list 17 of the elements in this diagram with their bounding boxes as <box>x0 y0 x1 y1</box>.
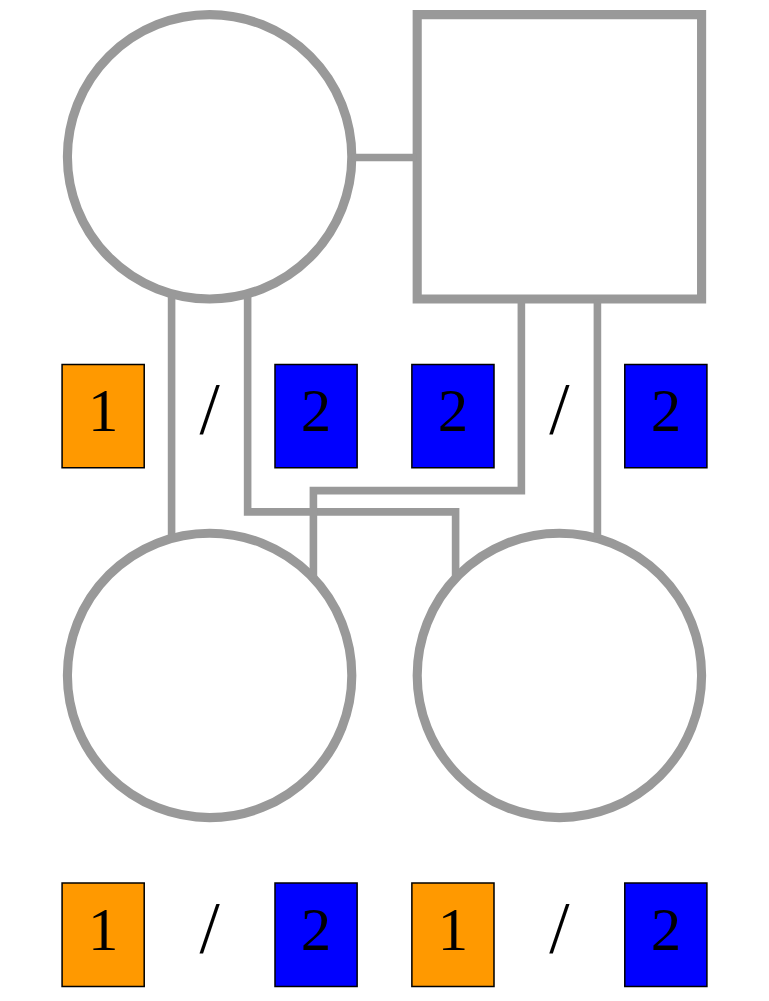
label: / <box>549 887 570 969</box>
node-box: 2 <box>624 363 708 469</box>
node-circle <box>62 528 357 823</box>
node-box: 2 <box>274 882 358 988</box>
node-box: 2 <box>274 363 358 469</box>
label: / <box>199 887 220 969</box>
node-box: 1 <box>411 882 495 988</box>
connector <box>243 294 460 578</box>
node-box: 2 <box>624 882 708 988</box>
node-box: 2 <box>411 363 495 469</box>
label: / <box>549 369 570 451</box>
node-circle <box>412 528 707 823</box>
node-box: 1 <box>61 882 145 988</box>
node-box <box>412 10 707 304</box>
node-box: 1 <box>61 363 145 469</box>
node-circle <box>62 10 357 304</box>
label: / <box>199 369 220 451</box>
